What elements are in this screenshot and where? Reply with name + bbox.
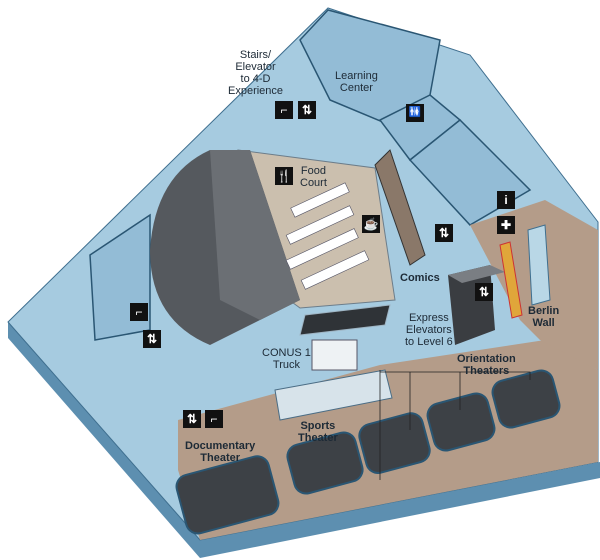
floor-edge [8,322,200,558]
comics-wall [374,149,426,266]
label-line: Stairs/ [239,49,272,61]
orientation-theater-2 [426,392,496,452]
express-elevators-top [448,265,505,283]
large-theater-roof [210,150,300,320]
label-line: Food [300,165,326,177]
documentary-theater-room [175,455,280,535]
escalator [274,369,393,421]
table-row [290,182,350,218]
label-line: Center [339,82,373,94]
label-line: Learning [335,70,378,82]
label-line: Theaters [463,365,510,377]
cafe-icon: ☕ [362,215,380,233]
food-court-label: Food Court [300,165,327,189]
elevator-icon: ⇅ [298,101,316,119]
stairs-icon: ⌐ [275,101,293,119]
label-line: Court [300,177,327,189]
berlin-wall [499,241,523,319]
express-elevators-label: Express Elevators to Level 6 [405,312,453,348]
elevator-icon: ⇅ [435,224,453,242]
sports-theater-label: Sports Theater [298,420,338,444]
theaters [175,369,561,535]
floor-edge-bottom [200,462,600,558]
stairs-elevator-label: Stairs/ Elevator to 4-D Experience [228,49,283,97]
label-line: to Level 6 [405,336,453,348]
label-line: Elevator [235,61,276,73]
label-line: CONUS 1 [262,347,311,359]
learning-center-label: Learning Center [335,70,378,94]
tower [527,224,551,306]
table-row [285,205,355,245]
label-line: Express [408,312,449,324]
label-line: Berlin [528,305,560,317]
leader-lines [379,370,531,480]
food-court-tables [285,182,370,290]
elevator-icon: ⇅ [475,283,493,301]
label-line: Theater [200,452,241,464]
restroom-icon: 🚻 [406,104,424,122]
label-line: to 4-D [240,73,271,85]
documentary-theater-label: Documentary Theater [185,440,255,464]
table-row [300,250,370,290]
orientation-theaters-label: Orientation Theaters [457,353,516,377]
label-line: Wall [532,317,555,329]
conus-truck-label: CONUS 1 Truck [262,347,311,371]
comics-label: Comics [400,272,440,284]
food-icon: 🍴 [275,167,293,185]
berlin-wall-label: Berlin Wall [528,305,559,329]
label-line: Orientation [457,353,516,365]
orientation-theater-3 [491,369,561,429]
conus-truck [311,339,358,371]
orientation-theater-1 [358,412,431,474]
stairs-icon: ⌐ [205,410,223,428]
bleachers [299,304,391,336]
elevator-icon: ⇅ [143,330,161,348]
label-line: Experience [228,85,284,97]
sports-theater-room [286,431,364,495]
label-line: Sports [300,420,336,432]
label-line: Truck [272,359,300,371]
stairs-icon: ⌐ [130,303,148,321]
table-row [285,228,359,270]
label-line: Elevators [405,324,452,336]
label-line: Documentary [185,440,256,452]
info-icon: i [497,191,515,209]
elevator-icon: ⇅ [183,410,201,428]
first-aid-icon: ✚ [497,216,515,234]
label-line: Theater [298,432,338,444]
